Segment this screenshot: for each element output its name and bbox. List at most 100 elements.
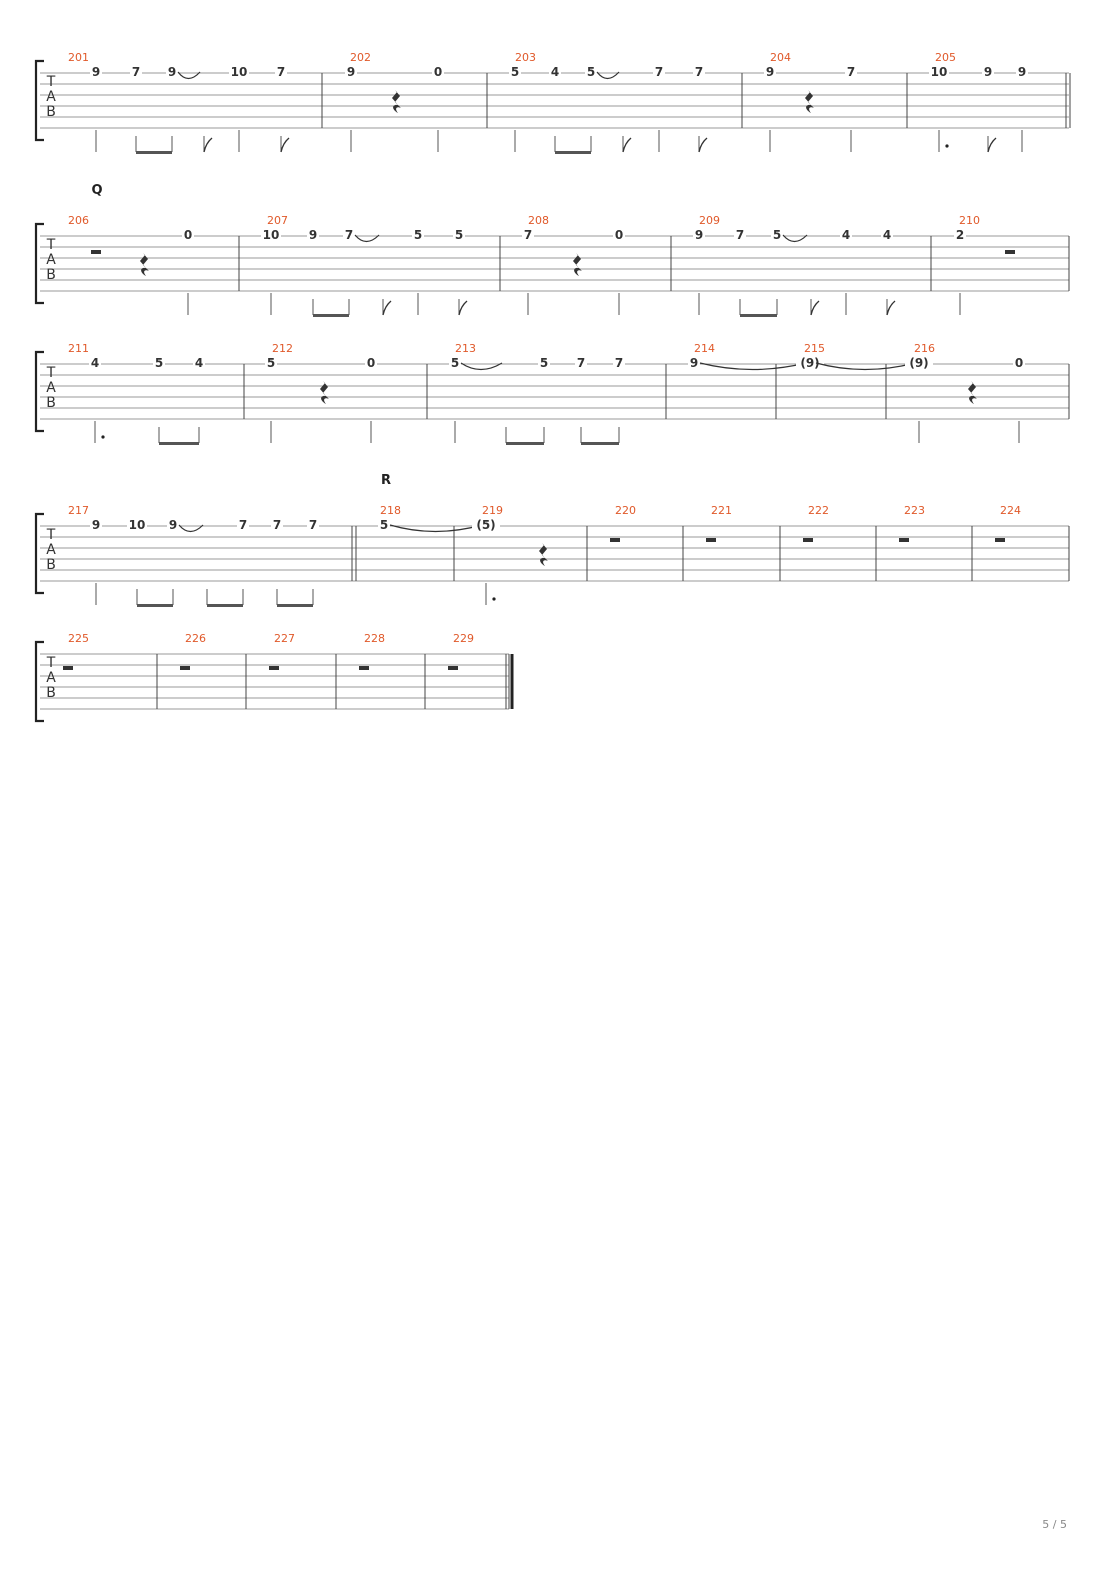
fret-number: 0	[1015, 356, 1023, 370]
fret-number: 7	[309, 518, 317, 532]
fret-number: (5)	[476, 518, 495, 532]
fret-bg	[237, 518, 249, 530]
fret-bg	[771, 228, 783, 240]
fret-number: 5	[155, 356, 163, 370]
whole-rest	[610, 538, 620, 542]
fret-bg	[265, 356, 277, 368]
measure-number: 215	[804, 342, 825, 355]
measure-number: 210	[959, 214, 980, 227]
fret-bg	[734, 228, 746, 240]
fret-number: 9	[984, 65, 992, 79]
quarter-rest	[320, 381, 329, 404]
eighth-flag	[622, 137, 632, 153]
fret-bg	[472, 518, 500, 530]
whole-rest	[448, 666, 458, 670]
fret-bg	[89, 356, 101, 368]
quarter-rest	[805, 90, 814, 113]
fret-bg	[412, 228, 424, 240]
fret-bg	[127, 518, 147, 530]
fret-bg	[509, 65, 521, 77]
fret-number: 7	[277, 65, 285, 79]
fret-bg	[585, 65, 597, 77]
fret-bg	[954, 228, 966, 240]
fret-bg	[449, 356, 461, 368]
fret-number: 5	[587, 65, 595, 79]
fret-bg	[166, 65, 178, 77]
measure-number: 220	[615, 504, 636, 517]
measure-number: 204	[770, 51, 791, 64]
fret-bg	[693, 65, 705, 77]
measure-number: 211	[68, 342, 89, 355]
tab-clef-letter: B	[46, 267, 56, 283]
fret-bg	[153, 356, 165, 368]
fret-number: 9	[695, 228, 703, 242]
measure-number: 212	[272, 342, 293, 355]
page-number: 5 / 5	[1042, 1518, 1067, 1531]
measure-number: 205	[935, 51, 956, 64]
system-bracket	[34, 222, 44, 305]
tab-clef-letter: B	[46, 557, 56, 573]
beam	[555, 151, 591, 154]
measure-number: 208	[528, 214, 549, 227]
fret-number: 9	[92, 65, 100, 79]
fret-bg	[1016, 65, 1028, 77]
fret-bg	[796, 356, 824, 368]
measure-number: 222	[808, 504, 829, 517]
fret-number: 10	[231, 65, 248, 79]
fret-number: 0	[434, 65, 442, 79]
system-bracket	[34, 350, 44, 433]
tab-clef-letter: A	[46, 252, 56, 268]
beam	[136, 151, 172, 154]
fret-number: 4	[551, 65, 559, 79]
fret-number: 9	[168, 65, 176, 79]
fret-bg	[693, 228, 705, 240]
quarter-rest	[539, 543, 548, 566]
beam	[313, 314, 349, 317]
fret-number: (9)	[800, 356, 819, 370]
tie	[177, 71, 201, 80]
eighth-flag	[458, 300, 468, 316]
fret-bg	[343, 228, 355, 240]
fret-number: (9)	[909, 356, 928, 370]
fret-bg	[275, 65, 287, 77]
tab-clef-letter: B	[46, 685, 56, 701]
fret-number: 4	[883, 228, 891, 242]
quarter-rest	[140, 253, 149, 276]
measure-number: 227	[274, 632, 295, 645]
fret-bg	[167, 518, 179, 530]
fret-number: 10	[129, 518, 146, 532]
section-marker: R	[381, 473, 391, 488]
fret-bg	[378, 518, 390, 530]
fret-number: 7	[239, 518, 247, 532]
tab-clef-letter: T	[46, 74, 56, 90]
quarter-rest	[573, 253, 582, 276]
section-marker: Q	[91, 183, 102, 198]
fret-number: 9	[690, 356, 698, 370]
whole-rest	[995, 538, 1005, 542]
fret-number: 5	[267, 356, 275, 370]
measure-number: 224	[1000, 504, 1021, 517]
fret-bg	[653, 65, 665, 77]
fret-bg	[764, 65, 776, 77]
measure-number: 218	[380, 504, 401, 517]
eighth-flag	[886, 300, 896, 316]
fret-bg	[613, 228, 625, 240]
beam	[740, 314, 777, 317]
fret-number: 7	[273, 518, 281, 532]
half-rest	[91, 250, 101, 254]
eighth-flag	[280, 137, 290, 153]
fret-bg	[845, 65, 857, 77]
fret-number: 7	[577, 356, 585, 370]
fret-bg	[90, 518, 102, 530]
tab-clef-letter: A	[46, 89, 56, 105]
fret-bg	[307, 518, 319, 530]
half-rest	[1005, 250, 1015, 254]
whole-rest	[706, 538, 716, 542]
fret-bg	[453, 228, 465, 240]
system-bracket	[34, 59, 44, 142]
fret-number: 7	[615, 356, 623, 370]
fret-bg	[549, 65, 561, 77]
tie	[782, 234, 808, 243]
fret-number: 9	[347, 65, 355, 79]
